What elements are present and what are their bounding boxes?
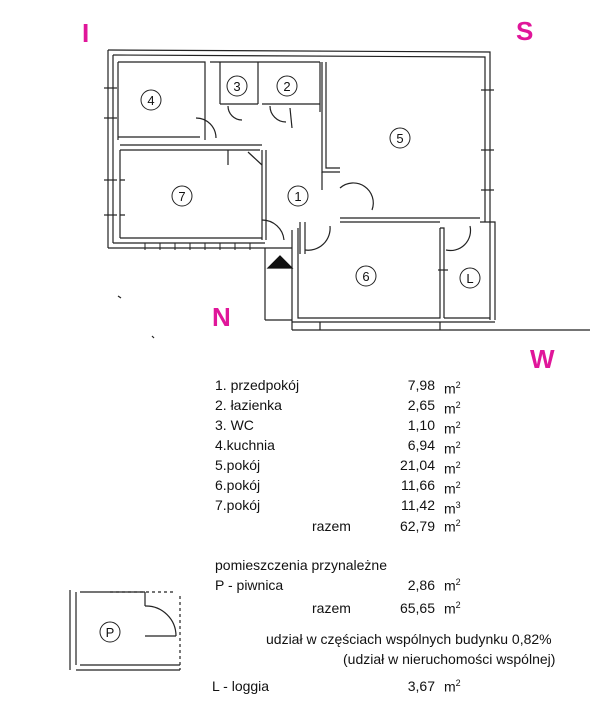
total-row: razem bbox=[312, 518, 351, 534]
room-unit: m2 bbox=[444, 460, 461, 477]
ancillary-unit: m2 bbox=[444, 577, 461, 594]
total2-area: 65,65 bbox=[399, 600, 435, 616]
area-table: 1. przedpokój 7,98 m2 2. łazienka 2,65 m… bbox=[215, 376, 475, 517]
room-area: 11,66 bbox=[401, 477, 435, 493]
room-label-1: 1 bbox=[294, 189, 301, 204]
compass-east: I bbox=[82, 18, 90, 48]
compass-north: N bbox=[212, 302, 231, 332]
loggia-label: L - loggia bbox=[212, 678, 270, 694]
room-name: 4.kuchnia bbox=[215, 437, 275, 453]
share-line-2: (udział w nieruchomości wspólnej) bbox=[343, 651, 556, 667]
room-area: 7,98 bbox=[407, 377, 435, 393]
total2-unit: m2 bbox=[444, 600, 461, 617]
room-name: 1. przedpokój bbox=[215, 377, 300, 393]
room-area: 2,65 bbox=[407, 397, 435, 413]
loggia-area: 3,67 bbox=[407, 678, 435, 694]
ancillary-label: P - piwnica bbox=[215, 577, 284, 593]
room-name: 6.pokój bbox=[215, 477, 261, 493]
room-label-l: L bbox=[466, 271, 473, 286]
total-area: 62,79 bbox=[399, 518, 435, 534]
room-label-4: 4 bbox=[147, 93, 154, 108]
room-area: 6,94 bbox=[407, 437, 435, 453]
total2-label: razem bbox=[312, 600, 351, 616]
room-label-p: P bbox=[106, 625, 115, 640]
room-unit: m2 bbox=[444, 440, 461, 457]
room-unit: m3 bbox=[444, 500, 461, 517]
ancillary-heading: pomieszczenia przynależne bbox=[215, 557, 387, 573]
room-label-2: 2 bbox=[283, 79, 290, 94]
room-label-3: 3 bbox=[233, 79, 240, 94]
room-label-5: 5 bbox=[396, 131, 403, 146]
room-name: 5.pokój bbox=[215, 457, 261, 473]
total-unit: m2 bbox=[444, 518, 461, 535]
compass-south: S bbox=[516, 16, 534, 46]
room-name: 7.pokój bbox=[215, 497, 261, 513]
room-unit: m2 bbox=[444, 400, 461, 417]
room-unit: m2 bbox=[444, 380, 461, 397]
room-area: 11,42 bbox=[401, 497, 435, 513]
compass-west: W bbox=[530, 344, 555, 374]
total-label: razem bbox=[312, 518, 351, 534]
share-line-1: udział w częściach wspólnych budynku 0,8… bbox=[266, 631, 552, 647]
ancillary-area: 2,86 bbox=[407, 577, 435, 593]
room-area: 1,10 bbox=[407, 417, 435, 433]
room-unit: m2 bbox=[444, 480, 461, 497]
room-name: 3. WC bbox=[215, 417, 254, 433]
room-label-6: 6 bbox=[362, 269, 369, 284]
room-name: 2. łazienka bbox=[215, 397, 282, 413]
loggia-unit: m2 bbox=[444, 678, 461, 695]
room-label-7: 7 bbox=[178, 189, 185, 204]
room-area: 21,04 bbox=[399, 457, 435, 473]
room-unit: m2 bbox=[444, 420, 461, 437]
